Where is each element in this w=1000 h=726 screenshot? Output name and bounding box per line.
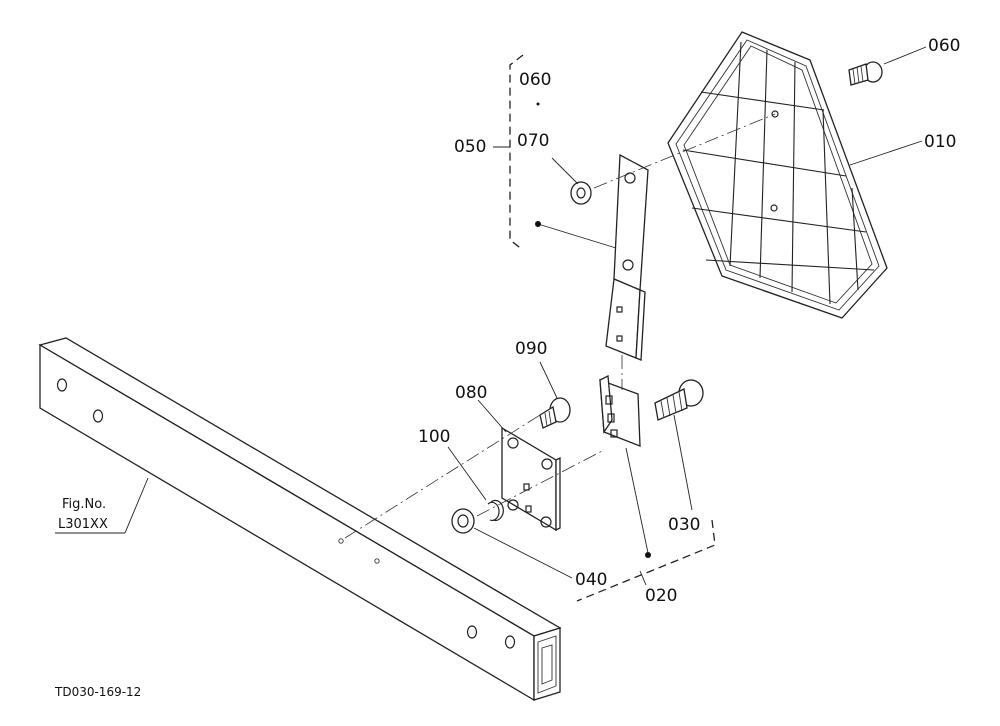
callout-030: 030 (668, 515, 700, 535)
assembly-centerlines (344, 113, 776, 539)
clamp-bracket (599, 374, 641, 447)
lock-washer-100 (487, 499, 504, 522)
leader-lines (55, 46, 927, 579)
drawing-code: TD030-169-12 (54, 685, 141, 699)
callout-100: 100 (418, 427, 450, 447)
callout-090: 090 (515, 339, 547, 359)
frame-tube (38, 337, 562, 702)
bolt-060-reflector (848, 61, 883, 86)
callout-080: 080 (455, 383, 487, 403)
callout-050: 050 (454, 137, 486, 157)
figure-ref-label: Fig.No. (62, 497, 106, 512)
callout-010: 010 (924, 132, 956, 152)
figure-ref-number: L301XX (58, 517, 108, 532)
nut-070 (570, 181, 592, 205)
callout-labels: 060 010 060 050 070 090 080 100 030 040 … (418, 36, 960, 606)
bolt-030 (654, 379, 704, 421)
group-bracket-020 (576, 519, 716, 602)
group-bracket-050 (493, 54, 524, 251)
callout-060-reflector: 060 (928, 36, 960, 56)
bolt-090 (539, 397, 571, 429)
nut-040 (451, 508, 475, 534)
callout-040: 040 (575, 570, 607, 590)
callout-070: 070 (517, 131, 549, 151)
reflector-guard (667, 31, 888, 319)
reflector-bracket (605, 153, 649, 361)
callout-060-group: 060 (519, 70, 551, 90)
callout-020: 020 (645, 586, 677, 606)
figure-reference: Fig.No. L301XX (58, 497, 108, 532)
mounting-plate (501, 426, 561, 532)
